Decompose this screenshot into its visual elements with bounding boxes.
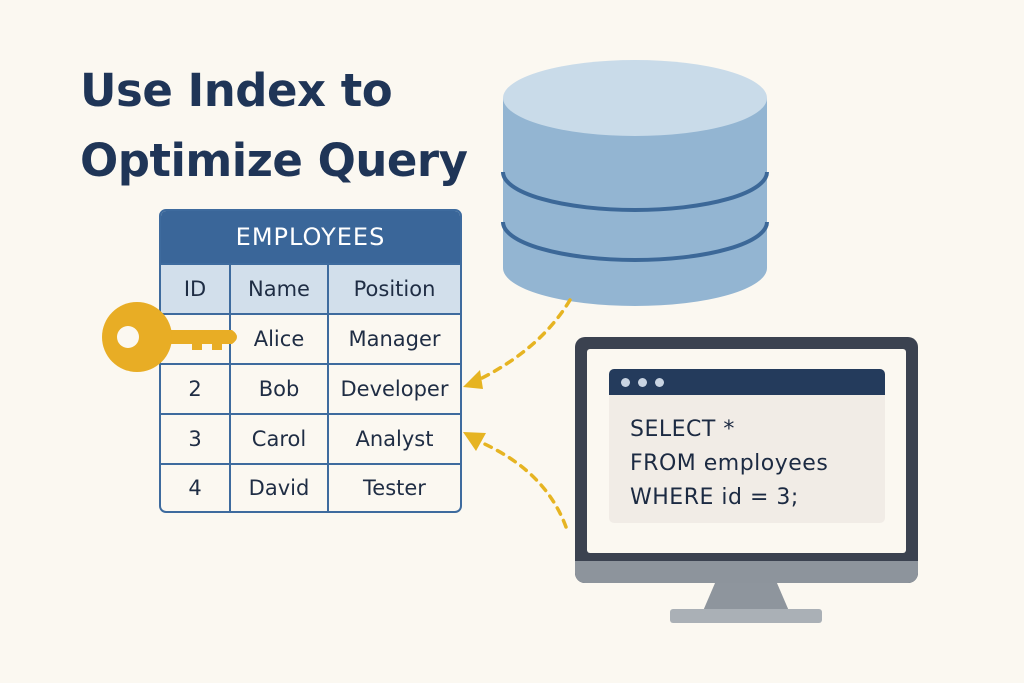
table-caption: EMPLOYEES: [161, 211, 460, 265]
table-row: 2 Bob Developer: [161, 365, 460, 415]
cell-position: Analyst: [355, 427, 434, 451]
arrowhead: [463, 432, 486, 451]
table-row: Alice Manager: [161, 315, 460, 365]
column-header-position: Position: [353, 277, 436, 301]
title-line-2: Optimize Query: [80, 134, 468, 187]
sql-line-3: WHERE id = 3;: [630, 485, 799, 510]
cell-name: Carol: [231, 415, 329, 463]
query-window-titlebar: [609, 369, 885, 395]
employees-table: EMPLOYEES ID Name Position Alice Manager…: [159, 209, 462, 513]
cell-name: Alice: [231, 315, 329, 363]
table-row: 3 Carol Analyst: [161, 415, 460, 465]
title-line-1: Use Index to: [80, 64, 393, 117]
sql-line-1: SELECT *: [630, 417, 735, 442]
cell-id: 2: [161, 365, 231, 413]
column-header-id: ID: [161, 265, 231, 313]
column-header-name: Name: [231, 265, 329, 313]
window-dot: [655, 377, 664, 387]
sql-query: SELECT * FROM employees WHERE id = 3;: [609, 395, 885, 515]
page-title: Use Index to Optimize Query: [80, 56, 468, 196]
cell-position: Manager: [348, 327, 441, 351]
window-dot: [638, 377, 647, 387]
monitor-stand: [670, 609, 822, 623]
cell-id: 3: [161, 415, 231, 463]
monitor-base: [575, 561, 918, 583]
sql-line-2: FROM employees: [630, 451, 829, 476]
table-header-row: ID Name Position: [161, 265, 460, 315]
cell-position: Tester: [363, 476, 426, 500]
table-row: 4 David Tester: [161, 465, 460, 511]
monitor-neck: [703, 583, 789, 611]
cell-name: David: [231, 465, 329, 511]
query-window: SELECT * FROM employees WHERE id = 3;: [609, 369, 885, 523]
arrow-database-to-row: [474, 298, 572, 383]
cell-id: 4: [161, 465, 231, 511]
arrowhead: [463, 370, 483, 389]
cell-name: Bob: [231, 365, 329, 413]
cell-position: Developer: [340, 377, 449, 401]
arrow-query-to-row: [476, 439, 568, 529]
window-dot: [621, 377, 630, 387]
